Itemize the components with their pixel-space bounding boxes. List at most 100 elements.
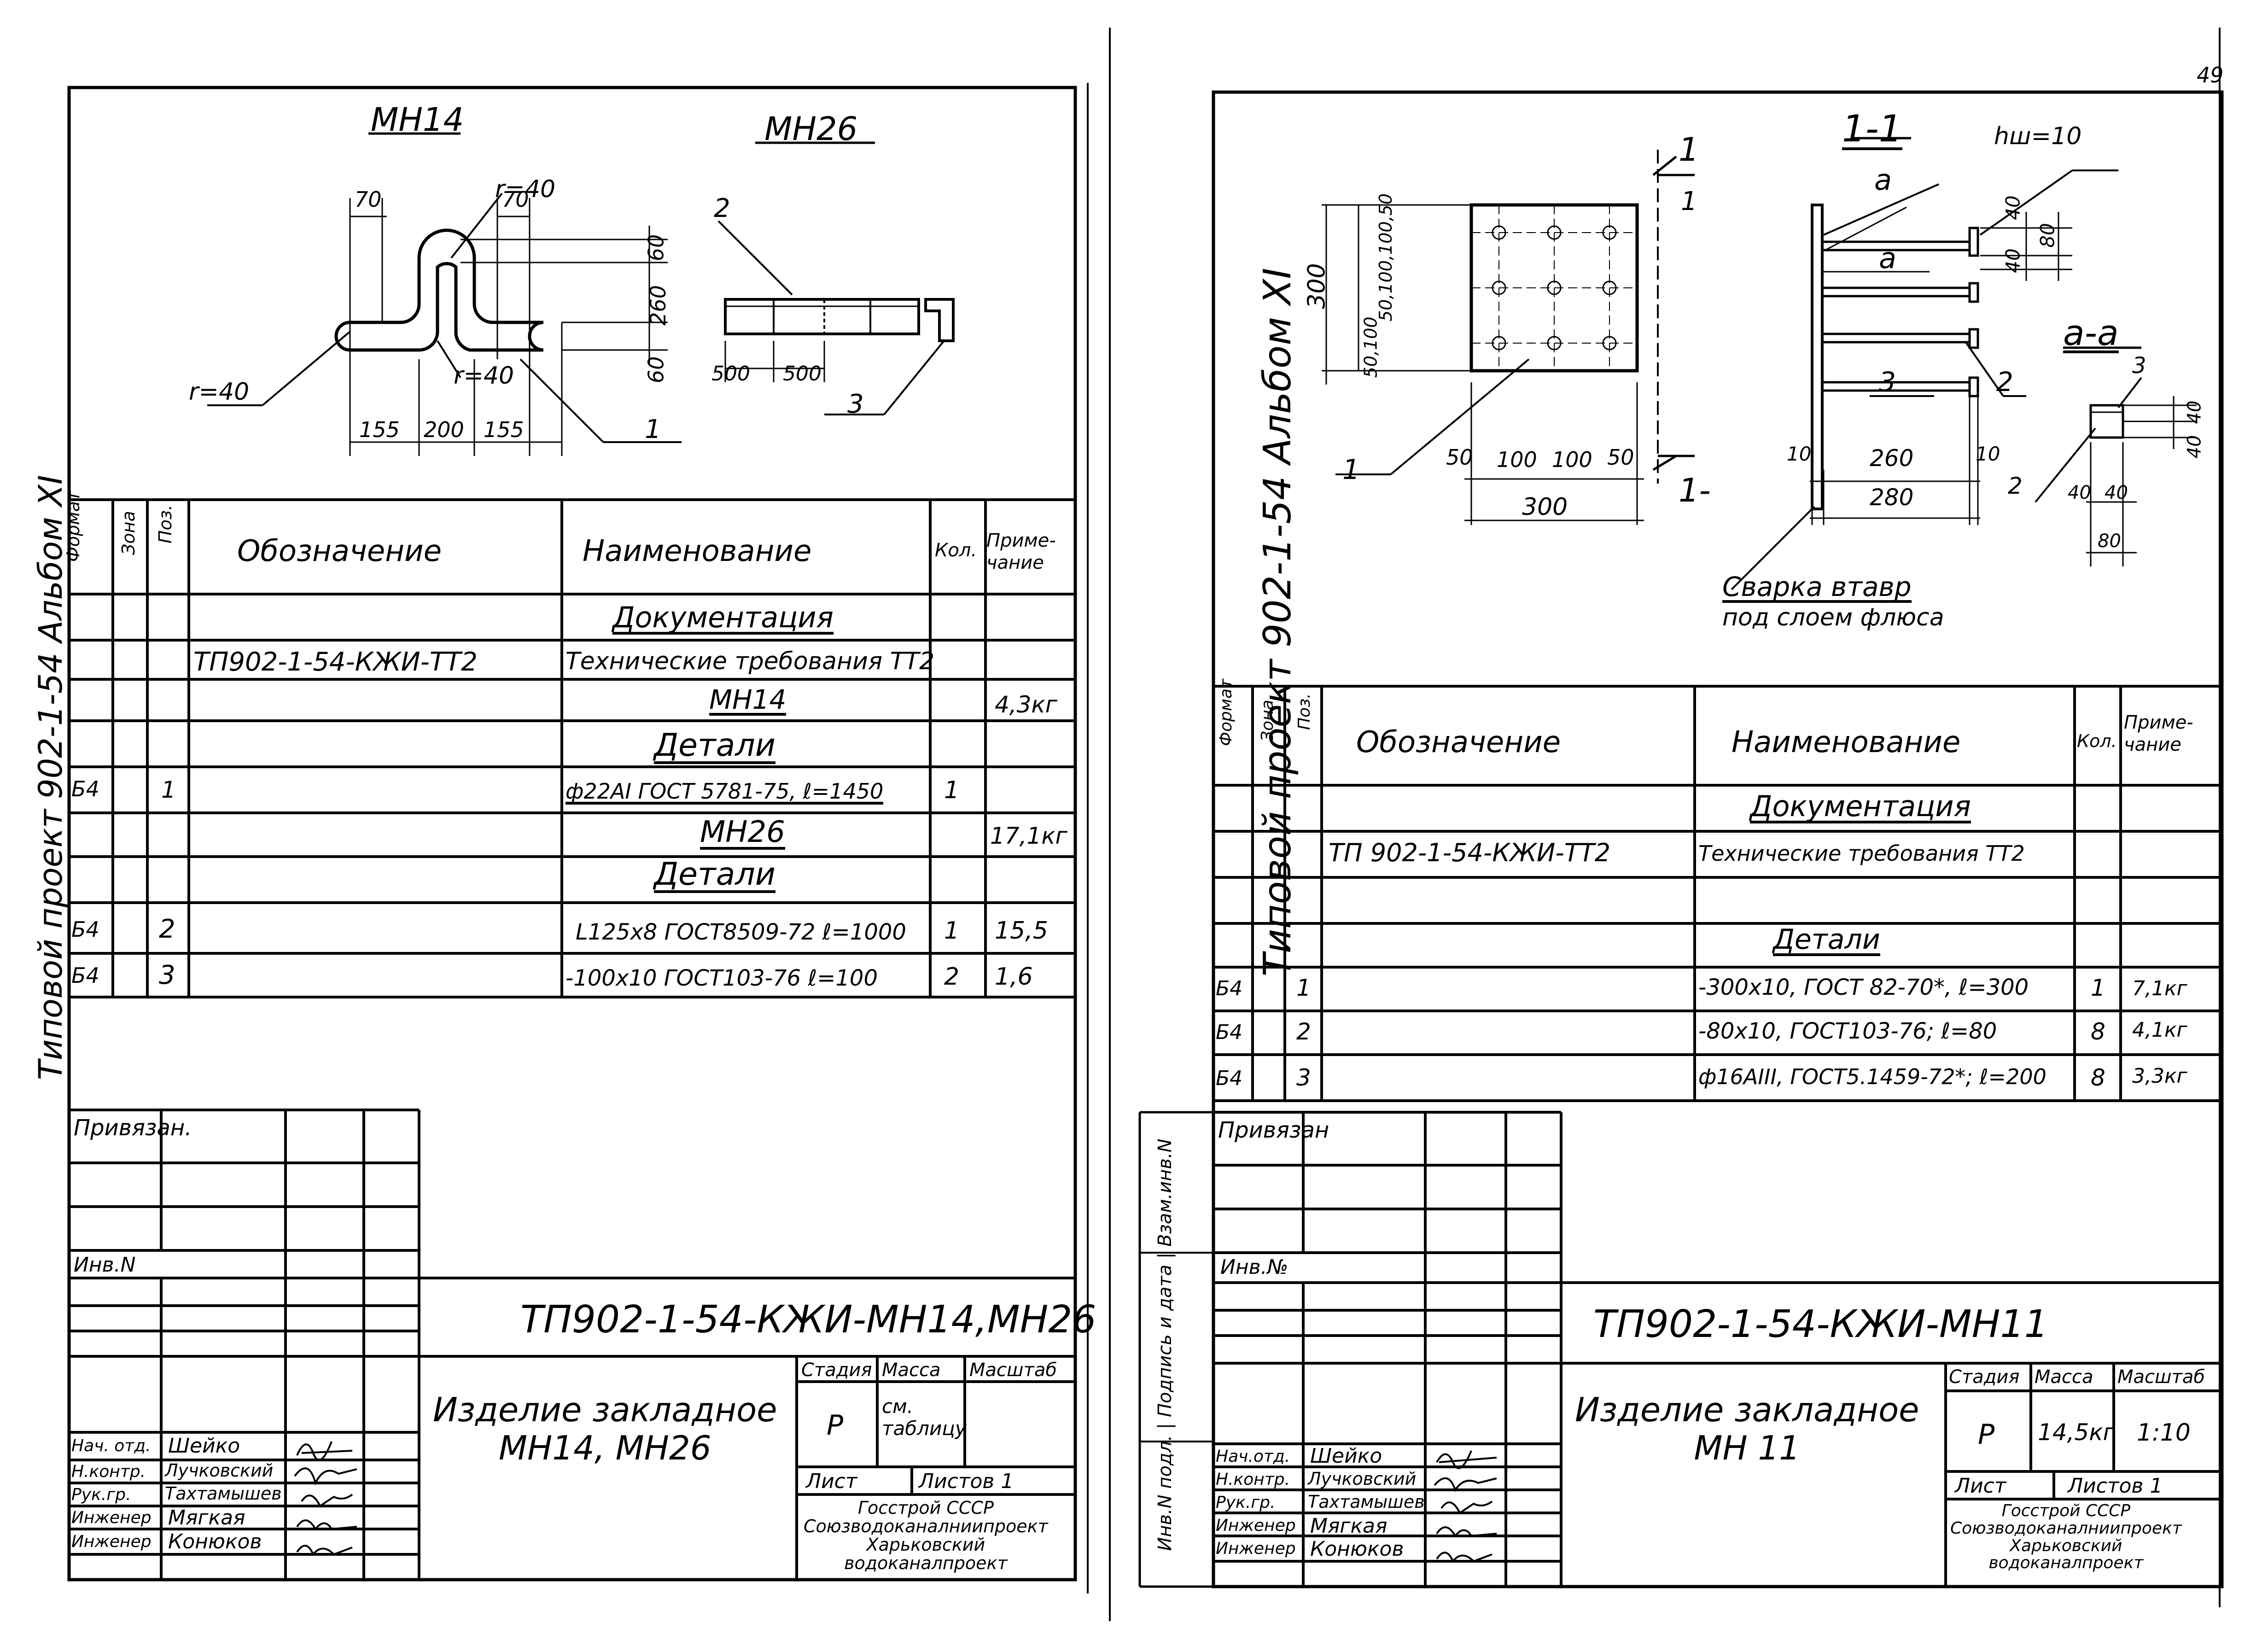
right-row6-pos: 3 — [1296, 1064, 1311, 1091]
dim-b50b: 50 — [1607, 445, 1634, 470]
right-hdr-zone: Зона — [1258, 700, 1277, 741]
dim-260: 260 — [645, 285, 670, 326]
callout-1-sect: 1 — [1681, 187, 1697, 216]
right-row4-qty: 1 — [2091, 975, 2105, 1001]
right-row5-name: -80х10, ГОСТ103-76; ℓ=80 — [1698, 1018, 1997, 1044]
callout-1-left: 1 — [645, 414, 661, 444]
sect-mark-top: 1 — [1679, 131, 1699, 169]
left-row2-name: МН14 — [709, 684, 787, 716]
right-row4-note: 7,1кг — [2132, 977, 2187, 1000]
right-signer-0-role: Нач.отд. — [1216, 1447, 1290, 1466]
left-stage-hdr: Стадия — [801, 1360, 872, 1381]
right-privyazan: Привязан — [1218, 1117, 1329, 1143]
aa-dim-80: 80 — [2098, 531, 2121, 552]
right-row0-name: Документация — [1750, 789, 1971, 823]
dim-500a: 500 — [711, 362, 750, 385]
right-stage-val: Р — [1978, 1418, 1995, 1451]
left-row8-name: -100х10 ГОСТ103-76 ℓ=100 — [566, 965, 878, 991]
dim-r-mid: r=40 — [454, 362, 514, 390]
right-signer-2-role: Рук.гр. — [1216, 1493, 1276, 1512]
right-signatures — [1434, 1450, 1497, 1563]
weld-note-1: Сварка втавр — [1722, 571, 1912, 603]
dim-200: 200 — [424, 417, 464, 442]
dim-260-r: 260 — [1870, 445, 1914, 472]
left-signer-1-name: Лучковский — [165, 1460, 274, 1481]
right-row6-note: 3,3кг — [2132, 1064, 2187, 1088]
dim-500b: 500 — [783, 362, 822, 385]
left-row8-format: Б4 — [71, 963, 99, 988]
right-row6-qty: 8 — [2091, 1064, 2105, 1091]
left-row7-format: Б4 — [71, 917, 99, 942]
left-mass-hdr: Масса — [882, 1360, 941, 1381]
left-org: Госстрой СССР Союзводоканалниипроект Хар… — [804, 1498, 1048, 1573]
right-stage-hdr: Стадия — [1949, 1366, 2020, 1388]
right-signer-0-name: Шейко — [1310, 1444, 1382, 1468]
callout-3-left: 3 — [847, 389, 864, 419]
dim-hw: hш=10 — [1994, 123, 2082, 150]
right-signer-4-role: Инженер — [1216, 1539, 1296, 1558]
aa-dim-40b: 40 — [2184, 435, 2205, 459]
right-hdr-name: Наименование — [1732, 725, 1961, 759]
dim-155b: 155 — [484, 417, 524, 442]
left-hdr-note: Приме-чание — [986, 530, 1056, 573]
right-row5-note: 4,1кг — [2132, 1018, 2187, 1042]
right-signer-1-name: Лучковский — [1308, 1469, 1417, 1489]
right-row6-format: Б4 — [1216, 1067, 1243, 1090]
dim-r-left: r=40 — [189, 378, 250, 406]
left-row7-name: L125х8 ГОСТ8509-72 ℓ=1000 — [576, 919, 906, 945]
dim-10a: 10 — [1787, 443, 1812, 465]
dim-60-bot: 60 — [643, 356, 669, 384]
right-hdr-note: Приме-чание — [2124, 712, 2193, 755]
dim-b100b: 100 — [1552, 447, 1592, 472]
left-hdr-format: Формат — [63, 490, 83, 562]
left-privyazan: Привязан. — [74, 1115, 192, 1141]
right-org: Госстрой СССР Союзводоканалниипроект Хар… — [1950, 1501, 2182, 1573]
right-mass-val: 14,5кг — [2038, 1419, 2115, 1446]
left-row0-name: Документация — [612, 601, 834, 635]
right-row5-pos: 2 — [1296, 1018, 1311, 1045]
right-row4-name: -300х10, ГОСТ 82-70*, ℓ=300 — [1698, 975, 2029, 1000]
right-scale-val: 1:10 — [2137, 1419, 2191, 1447]
left-row4-pos: 1 — [161, 776, 176, 803]
left-row8-note: 1,6 — [995, 963, 1033, 991]
left-row4-name: ф22АI ГОСТ 5781-75, ℓ=1450 — [566, 779, 884, 805]
dim-v300: 300 — [1303, 263, 1331, 309]
left-row7-qty: 1 — [944, 917, 960, 945]
left-signatures — [294, 1441, 357, 1556]
right-hdr-designation: Обозначение — [1356, 725, 1561, 759]
dim-b300: 300 — [1522, 493, 1568, 521]
dim-r-top: r=40 — [495, 175, 556, 203]
right-row1-name: Технические требования ТТ2 — [1698, 841, 2025, 866]
right-row5-qty: 8 — [2091, 1018, 2105, 1045]
right-doc-code: ТП902-1-54-КЖИ-МН11 — [1593, 1302, 2048, 1346]
dim-v-bot: 50,100 — [1360, 316, 1381, 378]
callout-1-plate: 1 — [1342, 454, 1360, 486]
right-scale-hdr: Масштаб — [2117, 1366, 2205, 1388]
left-signer-3-role: Инженер — [71, 1508, 152, 1527]
dim-70-left: 70 — [355, 187, 382, 212]
left-signer-0-role: Нач. отд. — [71, 1436, 151, 1455]
left-row4-format: Б4 — [71, 776, 99, 801]
right-row4-format: Б4 — [1216, 977, 1243, 1000]
left-doc-code: ТП902-1-54-КЖИ-МН14,МН26 — [520, 1298, 1096, 1342]
aa-dim-40a: 40 — [2184, 400, 2205, 424]
left-hdr-zone: Зона — [118, 511, 139, 555]
dim-280: 280 — [1870, 484, 1914, 511]
sect-a-a-title: а-а — [2063, 312, 2119, 353]
left-inv-no: Инв.N — [74, 1253, 136, 1277]
right-row1-designation: ТП 902-1-54-КЖИ-ТТ2 — [1329, 838, 1611, 867]
dim-70-right: 70 — [502, 187, 529, 212]
sect-1-1-title: 1-1 — [1842, 107, 1902, 150]
left-signer-1-role: Н.контр. — [71, 1462, 146, 1481]
dim-a-mid: а — [1879, 241, 1896, 275]
left-row5-name: МН26 — [700, 815, 785, 850]
right-row3-name: Детали — [1773, 923, 1880, 956]
right-signer-2-name: Тахтамышев — [1308, 1492, 1425, 1512]
callout-2-sect: 2 — [1996, 366, 2013, 397]
left-row6-name: Детали — [654, 856, 775, 893]
aa-callout-2: 2 — [2008, 473, 2023, 499]
dim-40a: 40 — [2001, 195, 2024, 220]
right-side-cols: Инв.N подл. | Подпись и дата | Взам.инв.… — [1154, 1138, 1176, 1551]
dim-60-top: 60 — [643, 234, 669, 262]
